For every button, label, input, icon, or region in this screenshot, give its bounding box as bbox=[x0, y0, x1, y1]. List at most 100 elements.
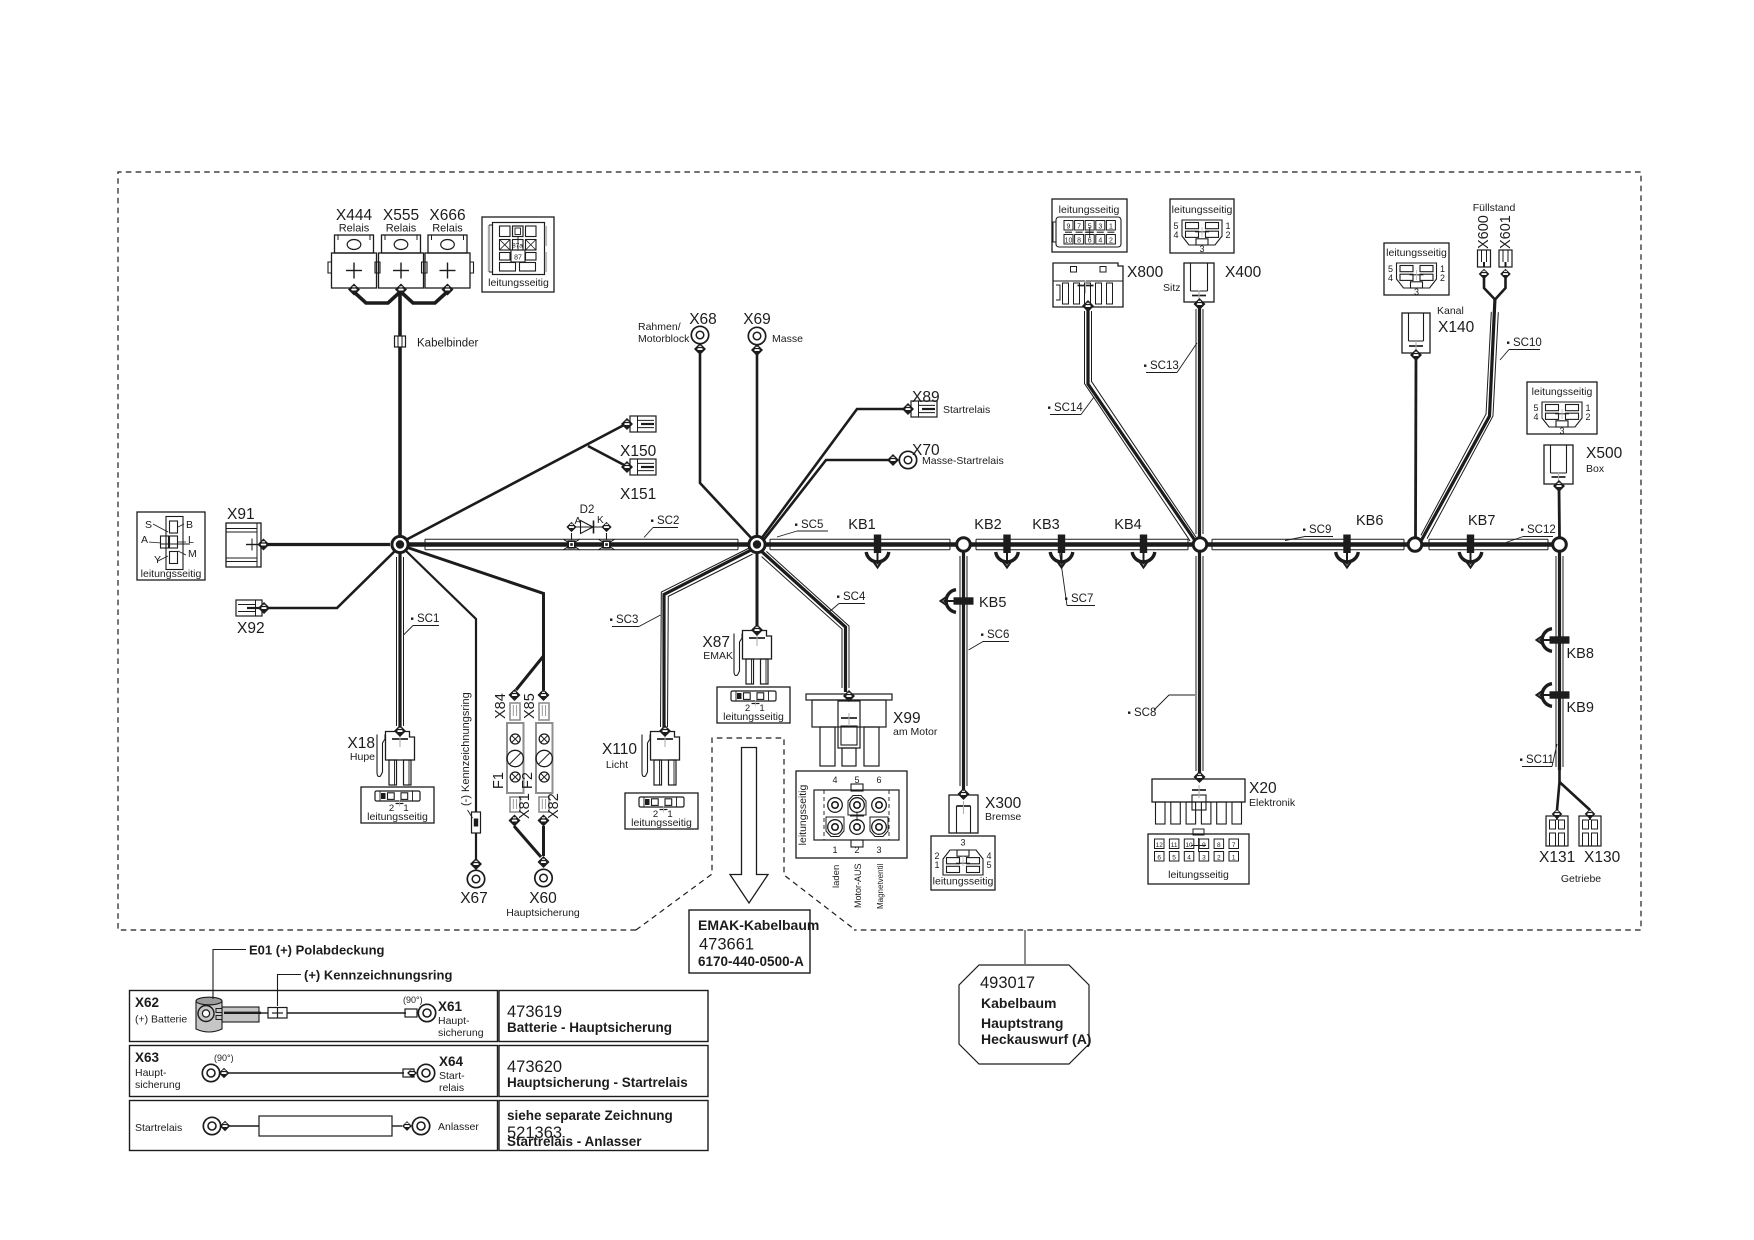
svg-text:Hauptstrang: Hauptstrang bbox=[981, 1015, 1063, 1031]
svg-text:leitungsseitig: leitungsseitig bbox=[1386, 247, 1447, 259]
svg-text:Getriebe: Getriebe bbox=[1561, 873, 1601, 885]
svg-text:EMAK: EMAK bbox=[703, 650, 733, 662]
svg-text:KB2: KB2 bbox=[974, 517, 1001, 533]
svg-text:X62: X62 bbox=[135, 995, 159, 1010]
svg-text:Hauptsicherung - Startrelais: Hauptsicherung - Startrelais bbox=[507, 1075, 688, 1090]
svg-text:X130: X130 bbox=[1584, 849, 1621, 866]
svg-text:X67: X67 bbox=[460, 890, 488, 907]
svg-text:Füllstand: Füllstand bbox=[1473, 202, 1516, 214]
svg-text:X151: X151 bbox=[620, 486, 656, 503]
svg-text:1: 1 bbox=[934, 860, 939, 870]
svg-text:Rahmen/: Rahmen/ bbox=[638, 321, 681, 333]
svg-text:SC12: SC12 bbox=[1527, 524, 1556, 536]
svg-text:2: 2 bbox=[854, 845, 859, 855]
svg-text:X444: X444 bbox=[336, 207, 373, 224]
svg-text:Masse: Masse bbox=[772, 333, 803, 345]
svg-text:8: 8 bbox=[1217, 842, 1221, 849]
svg-text:Anlasser: Anlasser bbox=[438, 1121, 479, 1133]
svg-text:K: K bbox=[597, 515, 604, 526]
svg-text:SC3: SC3 bbox=[616, 614, 638, 626]
svg-text:X82: X82 bbox=[546, 793, 562, 819]
svg-text:6170-440-0500-A: 6170-440-0500-A bbox=[698, 954, 804, 969]
svg-text:2: 2 bbox=[1440, 273, 1445, 283]
svg-text:473661: 473661 bbox=[699, 936, 754, 954]
svg-text:KB8: KB8 bbox=[1567, 646, 1594, 662]
svg-text:Heckauswurf (A): Heckauswurf (A) bbox=[981, 1031, 1091, 1047]
svg-text:X87: X87 bbox=[702, 634, 730, 651]
svg-text:Hupe: Hupe bbox=[350, 751, 375, 763]
svg-text:Magnetventil: Magnetventil bbox=[876, 863, 885, 909]
svg-text:X60: X60 bbox=[529, 890, 557, 907]
svg-text:5: 5 bbox=[1172, 855, 1176, 862]
svg-text:7: 7 bbox=[1077, 224, 1081, 231]
svg-text:leitungsseitig: leitungsseitig bbox=[631, 817, 692, 829]
svg-text:X800: X800 bbox=[1127, 264, 1164, 281]
svg-text:L: L bbox=[188, 534, 194, 546]
svg-text:10: 10 bbox=[1185, 842, 1193, 849]
svg-text:SC8: SC8 bbox=[1134, 707, 1156, 719]
svg-text:473620: 473620 bbox=[507, 1058, 562, 1076]
svg-text:493017: 493017 bbox=[980, 974, 1035, 992]
svg-text:3: 3 bbox=[960, 838, 965, 848]
svg-text:SC5: SC5 bbox=[801, 519, 823, 531]
svg-text:KB5: KB5 bbox=[979, 595, 1006, 611]
svg-text:X18: X18 bbox=[347, 735, 375, 752]
svg-text:leitungsseitig: leitungsseitig bbox=[141, 568, 202, 580]
svg-text:leitungsseitig: leitungsseitig bbox=[1532, 386, 1593, 398]
svg-text:Startrelais - Anlasser: Startrelais - Anlasser bbox=[507, 1134, 642, 1149]
svg-text:Hauptsicherung: Hauptsicherung bbox=[506, 907, 580, 919]
svg-text:X110: X110 bbox=[602, 741, 637, 758]
svg-text:4: 4 bbox=[832, 775, 837, 785]
svg-text:X20: X20 bbox=[1249, 780, 1277, 797]
svg-text:X61: X61 bbox=[438, 999, 463, 1014]
svg-text:Motorblock: Motorblock bbox=[638, 333, 690, 345]
svg-text:Batterie - Hauptsicherung: Batterie - Hauptsicherung bbox=[507, 1020, 672, 1035]
svg-text:(90°): (90°) bbox=[214, 1053, 234, 1063]
svg-text:5: 5 bbox=[1533, 403, 1538, 413]
svg-text:(-) Kennzeichnungsring: (-) Kennzeichnungsring bbox=[460, 692, 472, 806]
svg-text:5: 5 bbox=[854, 775, 859, 785]
svg-text:Startrelais: Startrelais bbox=[943, 404, 990, 416]
svg-text:X85: X85 bbox=[522, 693, 538, 719]
svg-text:5: 5 bbox=[1388, 264, 1393, 274]
svg-text:siehe separate Zeichnung: siehe separate Zeichnung bbox=[507, 1108, 673, 1123]
svg-text:7: 7 bbox=[1232, 842, 1236, 849]
svg-text:1: 1 bbox=[667, 809, 672, 820]
svg-text:SC4: SC4 bbox=[843, 591, 866, 603]
svg-text:sicherung: sicherung bbox=[135, 1079, 181, 1091]
svg-text:8: 8 bbox=[1077, 238, 1081, 245]
svg-text:1: 1 bbox=[1226, 221, 1231, 231]
svg-text:X69: X69 bbox=[743, 311, 771, 328]
svg-text:leitungsseitig: leitungsseitig bbox=[723, 711, 784, 723]
svg-text:KB9: KB9 bbox=[1567, 700, 1594, 716]
svg-text:Haupt-: Haupt- bbox=[438, 1015, 470, 1027]
svg-text:1: 1 bbox=[759, 703, 764, 714]
svg-text:473619: 473619 bbox=[507, 1003, 562, 1021]
svg-text:10: 10 bbox=[1065, 238, 1073, 245]
svg-text:2: 2 bbox=[389, 803, 394, 814]
svg-text:X601: X601 bbox=[1498, 215, 1514, 249]
svg-text:4: 4 bbox=[1533, 412, 1538, 422]
svg-text:X81: X81 bbox=[517, 793, 533, 819]
svg-text:2: 2 bbox=[934, 851, 939, 861]
svg-text:X600: X600 bbox=[1476, 215, 1492, 249]
svg-text:X150: X150 bbox=[620, 443, 657, 460]
svg-text:Motor-AUS: Motor-AUS bbox=[853, 863, 863, 908]
svg-text:Box: Box bbox=[1586, 463, 1605, 475]
svg-text:X140: X140 bbox=[1438, 319, 1475, 336]
svg-text:1: 1 bbox=[403, 803, 408, 814]
svg-text:1: 1 bbox=[1109, 224, 1113, 231]
svg-text:4: 4 bbox=[1388, 273, 1393, 283]
svg-text:3: 3 bbox=[1559, 426, 1564, 436]
svg-text:X68: X68 bbox=[689, 311, 717, 328]
svg-text:KB6: KB6 bbox=[1356, 513, 1383, 529]
svg-text:EMAK-Kabelbaum: EMAK-Kabelbaum bbox=[698, 917, 819, 933]
svg-text:Kabelbaum: Kabelbaum bbox=[981, 995, 1056, 1011]
svg-text:X666: X666 bbox=[429, 207, 465, 224]
svg-text:Kabelbinder: Kabelbinder bbox=[417, 338, 479, 350]
svg-text:KB1: KB1 bbox=[848, 517, 875, 533]
svg-text:KB4: KB4 bbox=[1114, 517, 1141, 533]
svg-text:2: 2 bbox=[1226, 230, 1231, 240]
svg-text:Start-: Start- bbox=[439, 1070, 465, 1082]
svg-text:KB7: KB7 bbox=[1468, 513, 1495, 529]
